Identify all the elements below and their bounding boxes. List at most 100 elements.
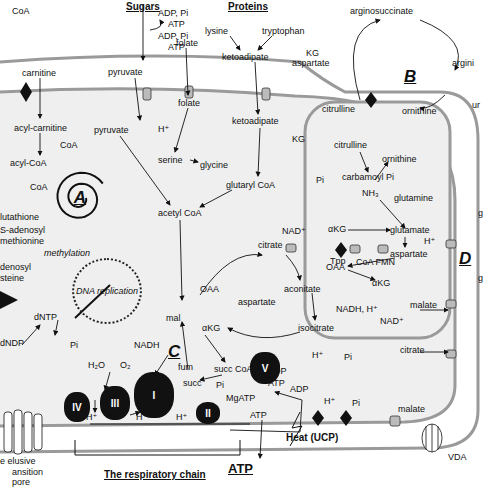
metabolite-label: S-adenosyl xyxy=(0,225,45,235)
metabolite-label: O₂ xyxy=(120,360,131,370)
dna-circle: DNA replication xyxy=(72,258,142,324)
reaction-arrows xyxy=(22,4,458,458)
metabolite-label: succ xyxy=(183,378,202,388)
node-text: III xyxy=(111,398,119,409)
complex-blob: III xyxy=(100,386,130,420)
metabolite-label: glutamate xyxy=(390,225,430,235)
black-transporters xyxy=(20,82,377,426)
metabolite-label: NAD⁺ xyxy=(282,226,306,236)
metabolite-label: glycine xyxy=(200,160,228,170)
metabolite-label: ornithine xyxy=(382,154,417,164)
spiral-cycle: A xyxy=(50,170,110,226)
metabolite-label: aspartate xyxy=(292,58,330,68)
metabolite-label: Pi xyxy=(352,398,360,408)
vdac-cylinder xyxy=(422,424,442,452)
metabolite-label: ur xyxy=(472,100,480,110)
heading-label: The respiratory chain xyxy=(104,470,206,480)
inner-membrane xyxy=(0,89,455,426)
metabolite-label: ADP xyxy=(268,366,287,376)
metabolite-label: Pi xyxy=(316,175,324,185)
metabolite-label: acyl-CoA xyxy=(10,158,47,168)
complex-blob: II xyxy=(196,402,220,424)
metabolite-label: CoA FMN xyxy=(356,257,395,267)
metabolite-label: ornithine xyxy=(402,106,437,116)
metabolite-label: arginosuccinate xyxy=(350,6,413,16)
metabolite-label: αKG xyxy=(328,224,346,234)
proton-line xyxy=(90,424,250,425)
metabolite-label: dNTP xyxy=(34,312,57,322)
metabolite-label: aconitate xyxy=(284,284,321,294)
metabolite-label: ansition xyxy=(12,467,43,477)
node-text: DNA replication xyxy=(76,286,138,296)
metabolite-label: Pi xyxy=(216,380,224,390)
metabolite-label: folate xyxy=(178,98,200,108)
metabolite-label: H⁺ xyxy=(324,396,335,406)
metabolite-label: g xyxy=(478,273,483,283)
node-text: II xyxy=(205,408,211,419)
respiratory-chain-bracket xyxy=(75,440,240,455)
metabolite-label: pyruvate xyxy=(94,125,129,135)
outer-membrane xyxy=(0,56,478,452)
metabolite-label: ATP xyxy=(250,410,267,420)
metabolite-label: ATP xyxy=(168,19,185,29)
metabolite-label: citrulline xyxy=(334,140,367,150)
node-text: I xyxy=(153,390,156,401)
metabolite-label: H⁺ xyxy=(136,412,147,422)
cycle-letter: C xyxy=(168,343,180,361)
inner-compartment xyxy=(305,102,450,338)
metabolite-label: methionine xyxy=(0,236,44,246)
complex-blob: I xyxy=(134,372,174,418)
metabolite-label: KG xyxy=(292,134,305,144)
metabolite-label: tryptophan xyxy=(262,26,305,36)
metabolite-label: NADH, H⁺ xyxy=(336,304,378,314)
node-text: V xyxy=(262,363,269,374)
metabolite-label: ADP, Pi xyxy=(158,8,188,18)
atp-label: ATP xyxy=(228,462,253,476)
metabolite-label: citrate xyxy=(258,240,283,250)
metabolite-label: succ CoA xyxy=(214,364,253,374)
cycle-letter: B xyxy=(404,68,416,86)
metabolite-label: isocitrate xyxy=(298,323,334,333)
metabolite-label: Tpp xyxy=(330,256,346,266)
metabolite-label: malate xyxy=(398,404,425,414)
metabolite-label: CoA xyxy=(12,6,30,16)
metabolite-label: steine xyxy=(0,273,24,283)
metabolite-label: CoA xyxy=(60,140,78,150)
heading-label: Proteins xyxy=(228,2,268,12)
metabolite-label: lutathione xyxy=(0,212,39,222)
metabolite-label: ketoadipate xyxy=(222,52,269,62)
metabolite-label: glutaryl CoA xyxy=(226,180,275,190)
heading-label: Sugars xyxy=(126,2,160,12)
metabolite-label: NH₃ xyxy=(362,188,379,198)
heat-label: Heat (UCP) xyxy=(286,433,338,443)
metabolite-label: H₂O xyxy=(88,360,105,370)
metabolite-label: αKG xyxy=(202,323,220,333)
metabolite-label: pore xyxy=(12,477,30,487)
metabolite-label: dNDP xyxy=(0,338,24,348)
metabolite-label: H⁺ xyxy=(312,350,323,360)
metabolite-label: pyruvate xyxy=(108,67,143,77)
metabolite-label: denosyl xyxy=(0,262,31,272)
metabolite-label: folate xyxy=(176,38,198,48)
metabolite-label: NAD⁺ xyxy=(380,316,404,326)
metabolite-label: VDA xyxy=(448,452,467,462)
metabolite-label: aspartate xyxy=(238,297,276,307)
metabolite-label: carbamoyl Pi xyxy=(342,172,394,182)
cycle-letter: D xyxy=(459,250,471,268)
metabolite-label: carnitine xyxy=(22,68,56,78)
metabolite-label: H⁺ xyxy=(176,412,187,422)
metabolite-label: acetyl CoA xyxy=(158,208,202,218)
metabolite-label: serine xyxy=(158,155,183,165)
metabolite-label: aspartate xyxy=(390,249,428,259)
node-text: A xyxy=(74,188,86,208)
import-arrow xyxy=(0,298,14,302)
metabolite-label: malate xyxy=(410,300,437,310)
metabolite-label: H⁺ xyxy=(158,124,169,134)
metabolite-label: lysine xyxy=(205,26,228,36)
metabolite-label: ADP xyxy=(290,384,309,394)
metabolite-label: CoA xyxy=(30,182,48,192)
metabolite-label: H⁺ xyxy=(424,236,435,246)
metabolite-label: ketoadipate xyxy=(232,116,279,126)
metabolite-label: NADH xyxy=(134,340,160,350)
